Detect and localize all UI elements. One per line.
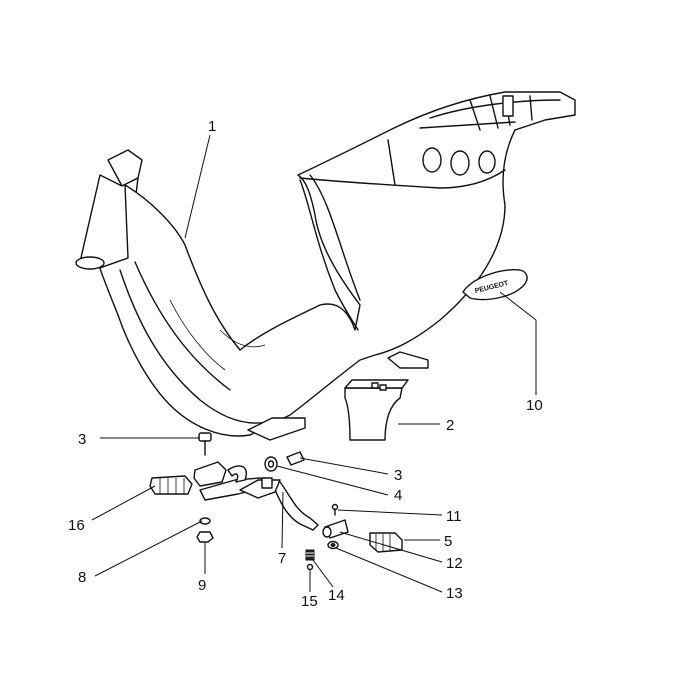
callout-5: 5 [444, 533, 452, 550]
callout-7: 7 [278, 550, 286, 567]
part-11-screw [331, 503, 339, 516]
part-9-nut [196, 531, 214, 543]
part-10-badge: PEUGEOT [462, 269, 528, 301]
callout-2: 2 [446, 417, 454, 434]
part-16-footrest-pad-left [149, 475, 193, 495]
callout-3-left: 3 [78, 431, 86, 448]
callout-11: 11 [446, 508, 462, 525]
part-7-footrest-bar [193, 461, 319, 531]
callout-1: 1 [208, 118, 216, 135]
part-12-pivot [322, 519, 349, 539]
part-3-bolt-upper [198, 432, 212, 456]
frame-body-shell [75, 91, 576, 441]
part-13-washer [327, 540, 339, 550]
part-2-flap [344, 379, 409, 441]
part-14-spring [305, 549, 315, 561]
callout-8: 8 [78, 569, 86, 586]
callout-13: 13 [446, 585, 463, 602]
callout-4: 4 [394, 487, 402, 504]
callout-12: 12 [446, 555, 463, 572]
leader-lines [91, 134, 537, 593]
part-15-ball [306, 563, 314, 571]
callout-14: 14 [328, 587, 345, 604]
callout-9: 9 [198, 577, 206, 594]
part-4-bushing [264, 456, 278, 472]
callout-16: 16 [68, 517, 85, 534]
callout-15: 15 [301, 593, 318, 610]
part-8-washer [199, 517, 211, 525]
part-3-bolt-lower [286, 451, 305, 466]
callout-3-right: 3 [394, 467, 402, 484]
callout-labels: 1 2 3 3 4 5 7 8 9 10 11 12 13 14 15 16 [68, 118, 543, 610]
callout-10: 10 [526, 397, 543, 414]
